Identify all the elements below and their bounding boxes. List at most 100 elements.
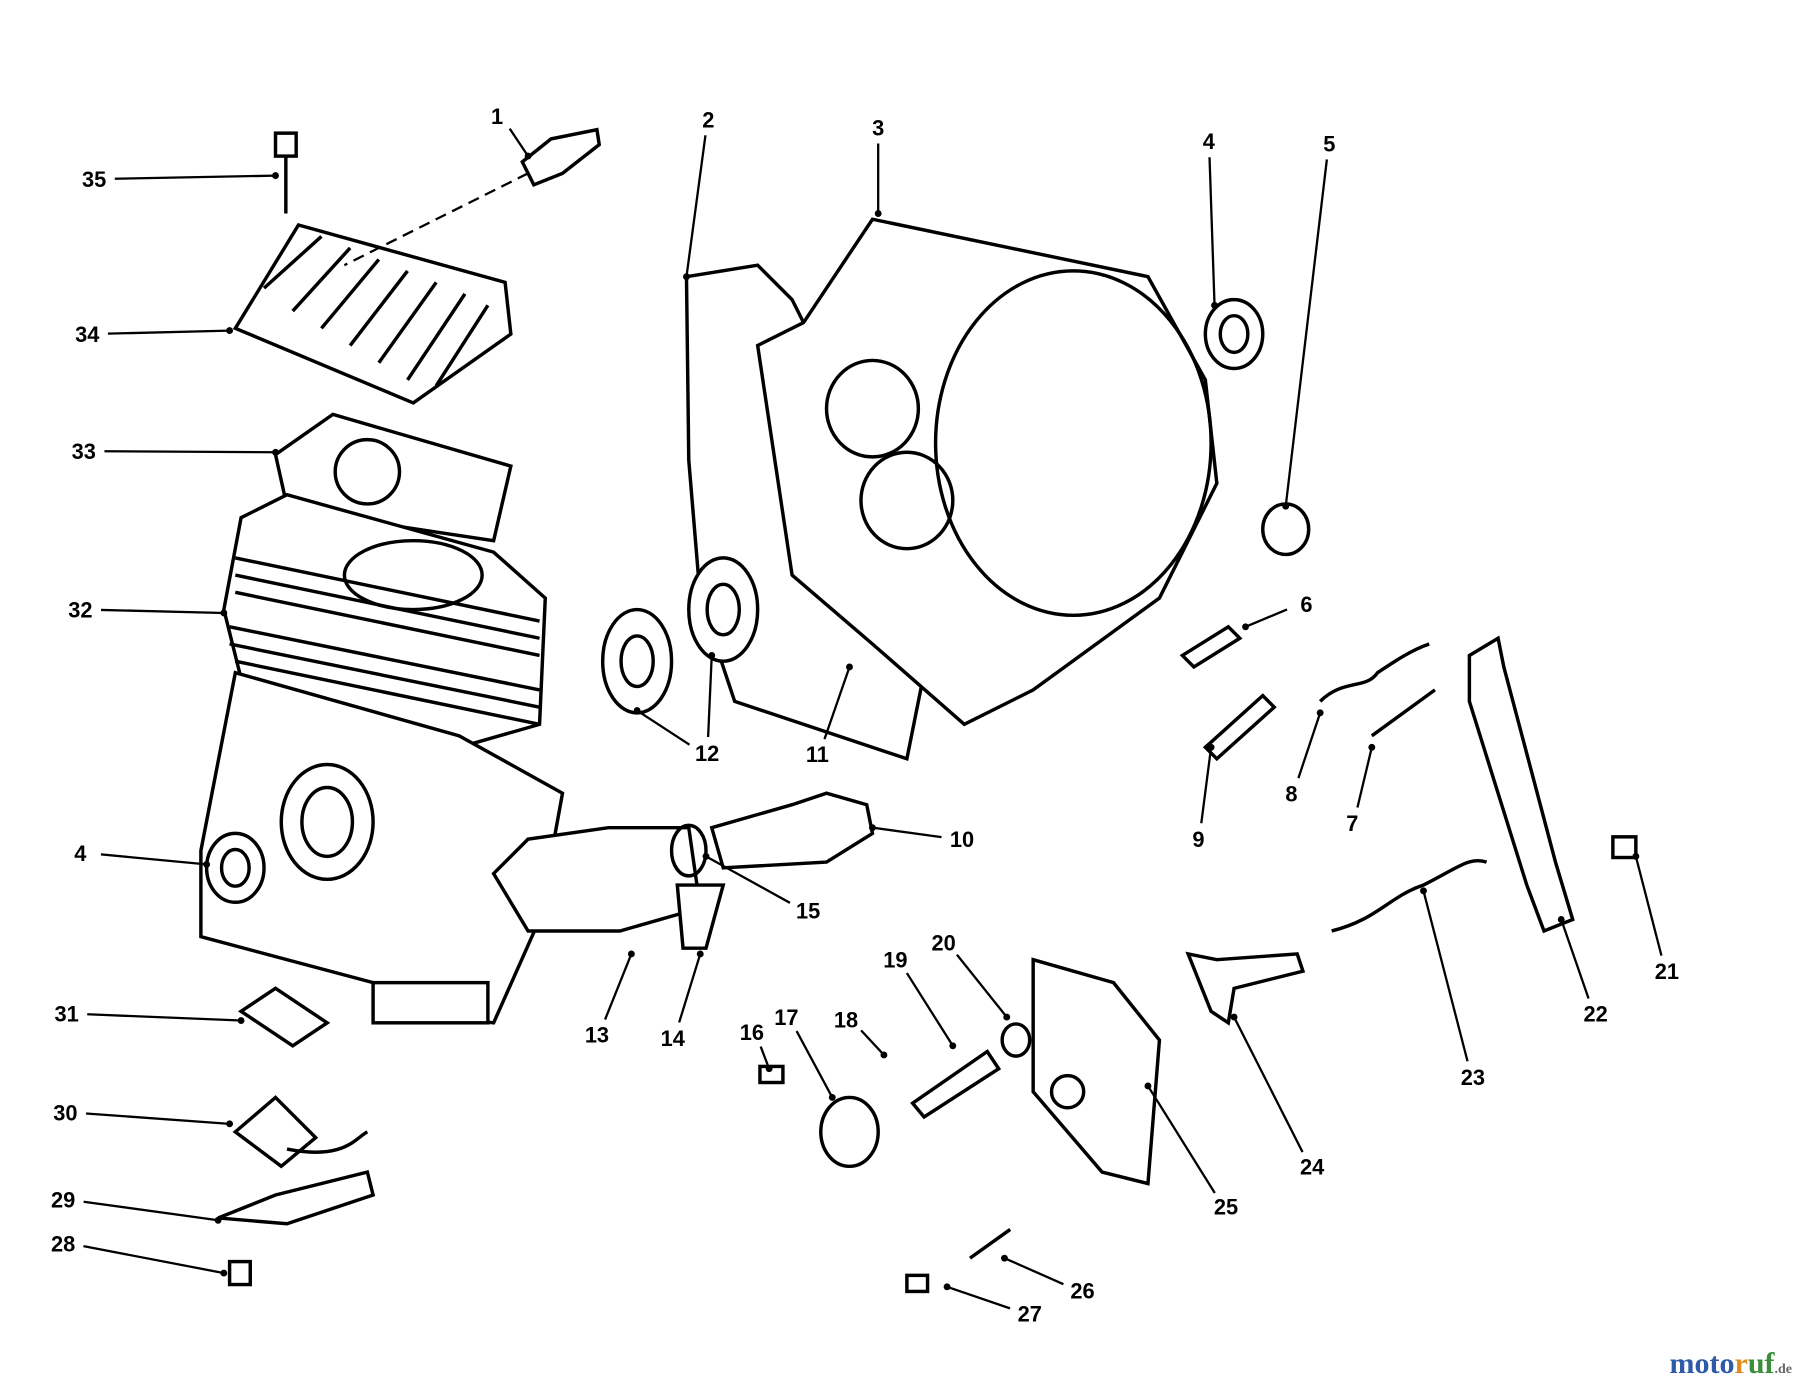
callout-number: 11 bbox=[806, 742, 829, 767]
callout-number: 3 bbox=[872, 115, 884, 140]
leader-dot bbox=[1230, 1013, 1238, 1021]
leader-line bbox=[508, 128, 530, 157]
callout-number: 4 bbox=[1203, 129, 1215, 154]
screw bbox=[227, 1259, 252, 1287]
leader-dot bbox=[1632, 852, 1640, 860]
leader-dot bbox=[1420, 887, 1427, 895]
watermark-logo: motoruf.de bbox=[1669, 1347, 1793, 1380]
leader-dot bbox=[708, 652, 716, 659]
leader-dot bbox=[203, 860, 211, 868]
oil-seal-right bbox=[1203, 297, 1265, 371]
crankcase bbox=[199, 670, 565, 1025]
leader-line bbox=[872, 826, 942, 839]
callout-number: 18 bbox=[834, 1007, 858, 1032]
leader-dot bbox=[765, 1065, 773, 1073]
leader-dot bbox=[214, 1216, 222, 1224]
leader-dot bbox=[237, 1017, 245, 1024]
callout-number: 4 bbox=[74, 841, 86, 866]
leader-line bbox=[1297, 712, 1322, 779]
leader-dot bbox=[524, 152, 532, 160]
leader-line bbox=[823, 666, 851, 740]
leader-dot bbox=[943, 1283, 951, 1291]
leader-line bbox=[678, 953, 702, 1023]
leader-dot bbox=[220, 1269, 228, 1277]
knob-17 bbox=[819, 1095, 880, 1169]
leader-line bbox=[107, 329, 230, 335]
leader-dot bbox=[1001, 1254, 1008, 1262]
leader-dot bbox=[1211, 301, 1218, 309]
callout-number: 35 bbox=[82, 167, 106, 192]
leader-dot bbox=[949, 1042, 957, 1050]
callout-number: 7 bbox=[1346, 811, 1358, 836]
callout-number: 22 bbox=[1584, 1002, 1608, 1027]
callout-number: 28 bbox=[51, 1231, 75, 1256]
bracket bbox=[217, 1169, 376, 1226]
callout-number: 34 bbox=[75, 322, 99, 347]
callout-number: 5 bbox=[1323, 132, 1335, 157]
leader-line bbox=[1356, 747, 1373, 808]
oil-seal-left bbox=[204, 831, 266, 905]
callout-number: 31 bbox=[54, 1002, 78, 1027]
callout-number: 26 bbox=[1070, 1278, 1094, 1303]
callout-number: 14 bbox=[661, 1026, 685, 1051]
leader-line bbox=[1146, 1085, 1216, 1194]
leader-line bbox=[759, 1046, 771, 1070]
leader-line bbox=[114, 174, 276, 180]
callout-number: 27 bbox=[1018, 1301, 1042, 1326]
leader-dot bbox=[272, 172, 279, 180]
callout-number: 10 bbox=[950, 827, 974, 852]
head-fins bbox=[262, 235, 490, 387]
leader-dot bbox=[1144, 1082, 1152, 1090]
leader-line bbox=[604, 953, 633, 1020]
callout-number: 13 bbox=[585, 1022, 609, 1047]
leader-line bbox=[860, 1029, 885, 1056]
leader-line bbox=[905, 972, 954, 1047]
leader-line bbox=[1208, 157, 1216, 306]
head-bolt bbox=[273, 131, 298, 158]
leader-line bbox=[83, 1200, 219, 1222]
lever-24 bbox=[1185, 951, 1306, 1026]
leader-dot bbox=[1316, 709, 1324, 717]
leader-dot bbox=[1242, 623, 1249, 631]
leader-line bbox=[956, 954, 1008, 1018]
callout-number: 24 bbox=[1300, 1154, 1324, 1179]
callout-number: 2 bbox=[702, 107, 714, 132]
leader-line bbox=[1634, 856, 1663, 956]
bolt-6 bbox=[1179, 624, 1243, 670]
callout-number: 20 bbox=[931, 930, 955, 955]
intake-bracket bbox=[675, 883, 726, 950]
bearing-1 bbox=[600, 607, 674, 715]
callout-number: 23 bbox=[1461, 1065, 1485, 1090]
callout-number: 8 bbox=[1285, 781, 1297, 806]
callout-number: 30 bbox=[53, 1100, 77, 1125]
leader-line bbox=[1284, 159, 1329, 507]
leader-line bbox=[104, 450, 276, 454]
oil-sensor bbox=[232, 1095, 319, 1169]
leader-line bbox=[83, 1245, 225, 1275]
leader-line bbox=[946, 1285, 1011, 1310]
leader-dot bbox=[696, 950, 704, 958]
crankcase-cover bbox=[755, 217, 1219, 727]
callout-number: 16 bbox=[740, 1020, 764, 1045]
leader-line bbox=[1245, 608, 1288, 628]
mounting-foot bbox=[371, 980, 490, 1025]
leader-line bbox=[685, 135, 707, 277]
screw-19 bbox=[910, 1049, 1002, 1120]
leader-dot bbox=[627, 950, 635, 958]
leader-line bbox=[795, 1030, 834, 1098]
callout-number: 25 bbox=[1214, 1195, 1238, 1220]
spring-23 bbox=[1331, 858, 1488, 933]
callout-number: 12 bbox=[695, 741, 719, 766]
leader-dot bbox=[1368, 743, 1376, 751]
screw-21 bbox=[1611, 835, 1638, 860]
leader-line bbox=[1200, 747, 1213, 824]
leader-line bbox=[100, 608, 224, 615]
callout-number: 6 bbox=[1300, 592, 1312, 617]
leader-dot bbox=[1557, 916, 1565, 923]
leader-dot bbox=[633, 707, 641, 715]
leader-dot bbox=[702, 852, 710, 860]
leader-line bbox=[636, 709, 691, 746]
